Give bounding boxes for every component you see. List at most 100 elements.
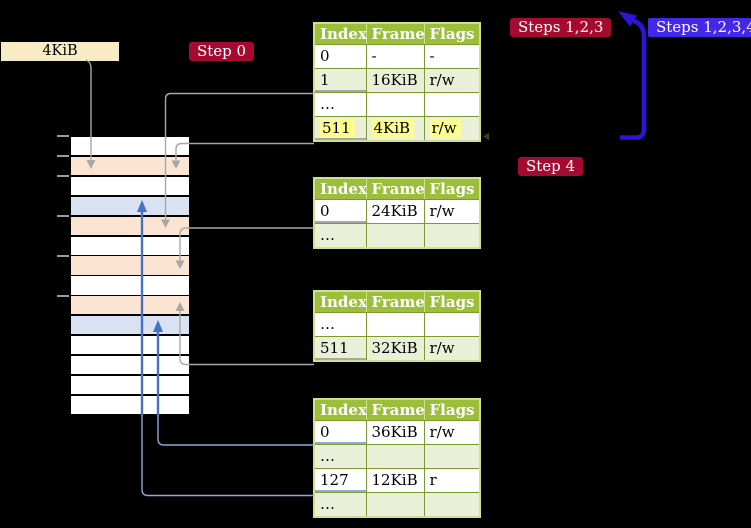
table-row: … — [313, 92, 481, 117]
memory-row-white — [71, 336, 189, 355]
column-header: Frame — [365, 398, 425, 421]
column-header: Frame — [365, 290, 425, 313]
steps1234-badge: Steps 1,2,3,4 — [648, 18, 751, 37]
memory-row-white — [71, 355, 189, 375]
tick-mark — [57, 174, 69, 177]
memory-row-white — [71, 236, 189, 255]
table-cell — [423, 223, 481, 249]
table-cell: 0 — [313, 199, 367, 224]
table-row: … — [313, 492, 481, 518]
steps123-badge: Steps 1,2,3 — [510, 18, 612, 37]
memory-strip — [69, 135, 191, 416]
memory-row-white — [71, 375, 189, 395]
steps-flow-arrow — [618, 11, 647, 140]
column-header: Flags — [423, 398, 481, 421]
table-cell: 16KiB — [365, 68, 425, 93]
table-cell — [365, 92, 425, 117]
memory-row-white — [71, 137, 189, 156]
memory-row-page — [71, 196, 189, 215]
tick-mark — [57, 154, 69, 157]
table-cell: 0 — [313, 420, 367, 445]
highlighted-value: 4KiB — [371, 119, 415, 138]
table-cell — [423, 92, 481, 117]
table-cell: 12KiB — [365, 468, 425, 493]
table-row: 0-- — [313, 44, 481, 69]
table-cell: 511 — [313, 336, 367, 362]
table-cell — [423, 312, 481, 337]
table-cell: 511 — [313, 116, 367, 142]
table-cell: … — [313, 223, 367, 249]
table-cell: r/w — [423, 116, 481, 142]
tick-mark — [57, 214, 69, 217]
table-cell: r/w — [423, 68, 481, 93]
table-cell: r/w — [423, 336, 481, 362]
memory-row-white — [71, 395, 189, 414]
table-cell: 32KiB — [365, 336, 425, 362]
column-header: Index — [313, 22, 367, 45]
column-header: Frame — [365, 177, 425, 200]
table-cell — [365, 312, 425, 337]
page-size-label: 4KiB — [1, 42, 119, 61]
table-cell — [365, 223, 425, 249]
table-cell: 36KiB — [365, 420, 425, 445]
table-row: … — [313, 312, 481, 337]
l4-entry511-recursive-arrow — [171, 142, 314, 169]
table-cell: r/w — [423, 199, 481, 224]
l2-entry511-to-l1-arrow — [175, 302, 314, 366]
table-cell: 127 — [313, 468, 367, 493]
table-cell: 1 — [313, 68, 367, 93]
memory-row-white — [71, 176, 189, 196]
table-cell — [423, 444, 481, 469]
table-cell: … — [313, 444, 367, 469]
table-cell: … — [313, 312, 367, 337]
memory-row-peach — [71, 296, 189, 315]
memory-row-peach — [71, 156, 189, 176]
table-row: … — [313, 223, 481, 249]
tick-mark — [57, 254, 69, 257]
tick-mark — [57, 295, 69, 298]
column-header: Flags — [423, 290, 481, 313]
table-row: … — [313, 444, 481, 469]
tick-mark — [57, 134, 69, 137]
column-header: Flags — [423, 177, 481, 200]
l3-entry0-to-l2-arrow — [175, 227, 314, 269]
table-cell: 0 — [313, 44, 367, 69]
table-cell: 24KiB — [365, 199, 425, 224]
table-cell — [365, 444, 425, 469]
memory-row-page — [71, 316, 189, 335]
table-cell: - — [423, 44, 481, 69]
column-header: Flags — [423, 22, 481, 45]
column-header: Index — [313, 177, 367, 200]
table-cell — [423, 492, 481, 518]
highlighted-value: r/w — [429, 119, 461, 138]
table-edge-notch — [483, 132, 489, 141]
memory-row-peach — [71, 216, 189, 235]
table-cell: … — [313, 92, 367, 117]
table-cell: … — [313, 492, 367, 518]
memory-row-white — [71, 276, 189, 295]
column-header: Frame — [365, 22, 425, 45]
